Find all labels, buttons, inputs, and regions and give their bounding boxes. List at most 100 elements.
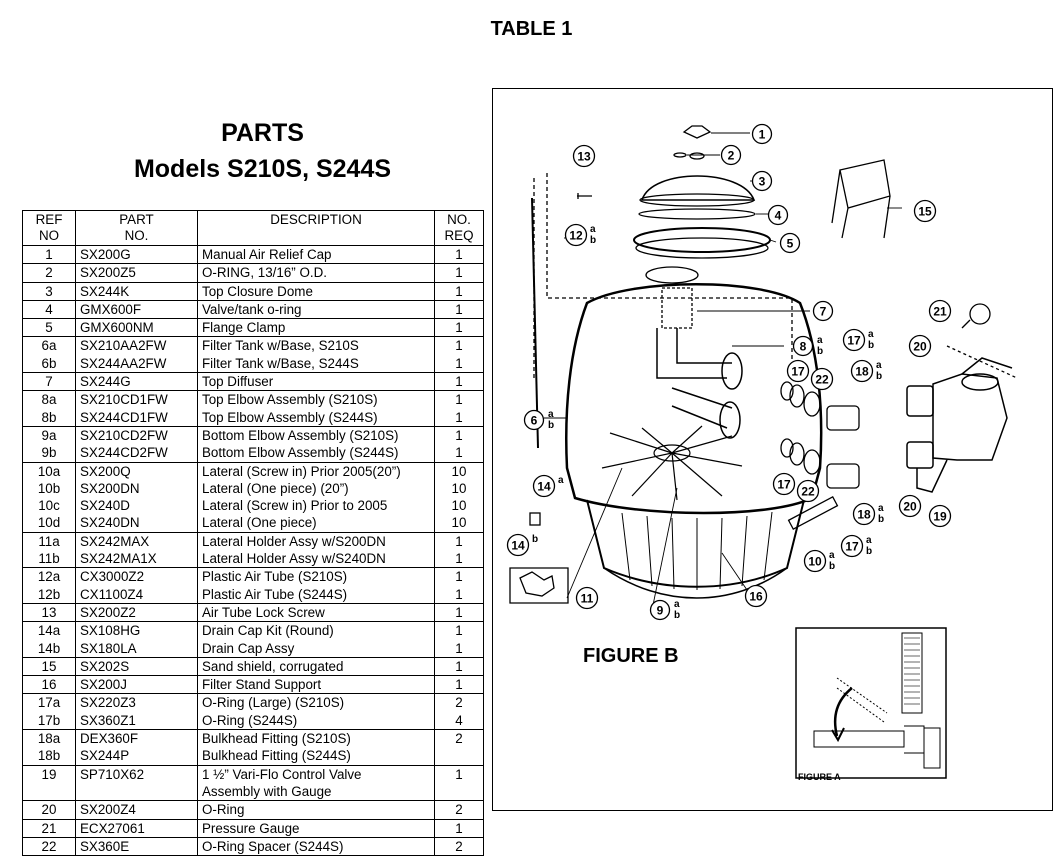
callout-circle xyxy=(803,549,827,573)
callout-number: 1 xyxy=(759,128,766,142)
callout-circle xyxy=(751,123,773,145)
laterals-shape xyxy=(601,425,743,501)
ref-cell xyxy=(22,782,76,801)
callout-circle xyxy=(772,472,796,496)
ref-cell: 18a xyxy=(22,729,76,748)
callout-circle xyxy=(852,502,876,526)
no-req-cell: 2 xyxy=(434,836,484,856)
callout-circle xyxy=(792,335,814,357)
no-req-cell: 1 xyxy=(434,639,484,658)
ref-cell: 10d xyxy=(22,514,76,533)
description-cell: Plastic Air Tube (S244S) xyxy=(197,585,435,604)
col-no-req: NO.REQ xyxy=(434,210,484,246)
description-cell: Lateral (Screw in) Prior 2005(20”) xyxy=(197,461,435,480)
description-cell: Lateral (One piece) xyxy=(197,514,435,533)
part-no-cell: SX200J xyxy=(75,675,198,694)
no-req-cell: 1 xyxy=(434,425,484,445)
part-no-cell: SX108HG xyxy=(75,621,198,640)
callout-c14a: 14aa xyxy=(532,474,564,498)
callout-number: 17 xyxy=(845,540,859,554)
ref-cell: 11b xyxy=(22,550,76,568)
part-no-cell: DEX360F xyxy=(75,729,198,748)
figure-a-label: FIGURE A xyxy=(798,772,841,782)
callout-c1: 1 xyxy=(751,123,773,145)
no-req-cell: 1 xyxy=(434,602,484,622)
no-req-cell: 10 xyxy=(434,479,484,498)
part-no-cell: SX244CD2FW xyxy=(75,444,198,463)
callout-suffix: a xyxy=(876,360,882,371)
callout-c17l: 17 xyxy=(772,472,796,496)
no-req-cell xyxy=(434,782,484,801)
lock-screw-shape xyxy=(577,193,592,199)
part-no-cell: SX210CD1FW xyxy=(75,390,198,409)
callout-suffix: a xyxy=(817,335,823,346)
part-no-cell: SX244AA2FW xyxy=(75,354,198,373)
ref-cell: 12a xyxy=(22,567,76,586)
callout-circle xyxy=(572,144,596,168)
figure-a-inset xyxy=(795,627,947,779)
callout-number: 20 xyxy=(913,340,927,354)
sand-shield-shape xyxy=(831,159,891,239)
part-no-cell: SX202S xyxy=(75,656,198,676)
callout-number: 19 xyxy=(933,510,947,524)
callout-c6: 6aba b xyxy=(523,409,554,431)
no-req-cell xyxy=(434,747,484,766)
oring-small-shape xyxy=(673,152,687,158)
part-no-cell: SX200Z4 xyxy=(75,800,198,819)
description-cell: Plastic Air Tube (S210S) xyxy=(197,567,435,586)
description-cell: Manual Air Relief Cap xyxy=(197,245,435,264)
parts-title-line1: PARTS xyxy=(221,119,304,147)
callout-circle xyxy=(779,232,801,254)
ref-cell: 13 xyxy=(22,602,76,622)
part-no-cell: GMX600NM xyxy=(75,318,198,337)
ref-cell: 20 xyxy=(22,800,76,819)
bottom-elbow-shape xyxy=(671,387,733,429)
callout-number: 11 xyxy=(581,592,594,606)
parts-title-line2: Models S210S, S244S xyxy=(133,155,392,183)
orings-bulkheads-shape xyxy=(780,381,860,489)
callout-c9: 9aba b xyxy=(649,599,680,621)
description-cell: O-Ring xyxy=(197,800,435,819)
ref-cell: 21 xyxy=(22,818,76,838)
part-no-cell: SX244K xyxy=(75,281,198,301)
no-req-cell: 1 xyxy=(434,675,484,694)
callout-number: 4 xyxy=(775,209,782,223)
callout-suffix: b xyxy=(817,346,823,357)
part-no-cell: SX180LA xyxy=(75,639,198,658)
callout-circle xyxy=(913,199,937,223)
description-cell: Valve/tank o-ring xyxy=(197,299,435,319)
description-cell: Bulkhead Fitting (S210S) xyxy=(197,729,435,748)
callout-c15: 15 xyxy=(913,199,937,223)
description-cell: Filter Stand Support xyxy=(197,675,435,694)
no-req-cell: 1 xyxy=(434,408,484,427)
ref-cell: 15 xyxy=(22,656,76,676)
no-req-cell: 2 xyxy=(434,729,484,748)
callout-number: 12 xyxy=(569,229,583,243)
callout-c22t: 22 xyxy=(810,367,834,391)
callout-c2: 2 xyxy=(720,144,742,166)
callout-suffix: a xyxy=(866,535,872,546)
callout-number: 9 xyxy=(657,604,664,618)
callout-number: 17 xyxy=(777,478,791,492)
ref-cell: 3 xyxy=(22,281,76,301)
part-no-cell: SX200G xyxy=(75,245,198,264)
part-no-cell: ECX27061 xyxy=(75,818,198,838)
callout-number: 21 xyxy=(933,305,947,319)
description-cell: Bottom Elbow Assembly (S244S) xyxy=(197,444,435,463)
ref-cell: 8a xyxy=(22,390,76,409)
part-no-cell: SX242MA1X xyxy=(75,550,198,568)
callout-circle xyxy=(812,300,834,322)
description-cell: O-RING, 13/16” O.D. xyxy=(197,263,435,283)
description-cell: O-Ring (S244S) xyxy=(197,711,435,730)
